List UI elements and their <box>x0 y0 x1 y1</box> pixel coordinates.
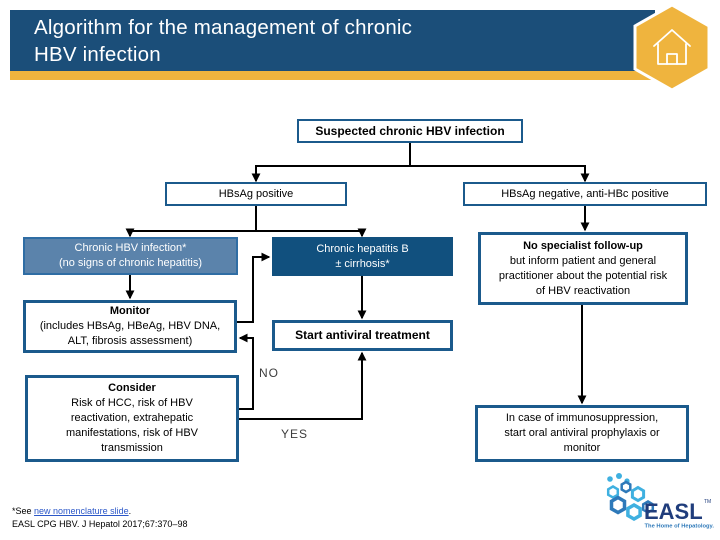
footnote: *See new nomenclature slide. EASL CPG HB… <box>12 505 187 531</box>
footnote-see-prefix: *See <box>12 506 35 516</box>
box-chronic-hepatitis-b: Chronic hepatitis B ± cirrhosis* <box>272 237 453 276</box>
box-monitor: Monitor (includes HBsAg, HBeAg, HBV DNA,… <box>23 300 237 353</box>
footnote-see-suffix: . <box>128 506 132 516</box>
immunosuppression-body: In case of immunosuppression, start oral… <box>504 412 660 454</box>
arrow-monitor-to-chronic-hepatitis <box>237 252 271 323</box>
page-title-line2: HBV infection <box>34 43 161 66</box>
home-icon <box>653 29 691 65</box>
chronic-hepatitis-line2: ± cirrhosis* <box>335 257 390 270</box>
start-treatment-label: Start antiviral treatment <box>295 328 430 342</box>
easl-logo-tagline: The Home of Hepatology. <box>645 524 715 530</box>
box-hbsag-positive-label: HBsAg positive <box>218 187 294 200</box>
box-suspected-chronic-hbv: Suspected chronic HBV infection <box>297 119 523 143</box>
chronic-infection-line1: Chronic HBV infection* <box>74 242 187 254</box>
arrow-yes-to-start-treatment <box>239 351 367 420</box>
box-start-antiviral-treatment: Start antiviral treatment <box>272 320 453 351</box>
box-immunosuppression: In case of immunosuppression, start oral… <box>475 405 689 462</box>
easl-logo: EASL TM The Home of Hepatology. <box>606 473 715 530</box>
footnote-line1: *See new nomenclature slide. <box>12 505 187 518</box>
consider-title: Consider <box>108 382 156 394</box>
nomenclature-link[interactable]: new nomenclature slide <box>34 506 129 516</box>
chronic-hepatitis-line1: Chronic hepatitis B <box>316 242 409 255</box>
no-specialist-title: No specialist follow-up <box>523 239 643 252</box>
header-accent-bar <box>10 71 672 80</box>
box-hbsag-negative: HBsAg negative, anti-HBc positive <box>463 182 707 206</box>
easl-logo-text: EASL <box>644 499 703 524</box>
header-bar <box>10 10 655 71</box>
page-title-line1: Algorithm for the management of chronic <box>34 16 413 39</box>
box-suspected-label: Suspected chronic HBV infection <box>315 123 505 138</box>
citation: EASL CPG HBV. J Hepatol 2017;67:370–98 <box>12 519 188 529</box>
label-yes: YES <box>281 427 309 441</box>
box-chronic-hbv-infection: Chronic HBV infection* (no signs of chro… <box>23 237 238 275</box>
box-no-specialist-followup: No specialist follow-up but inform patie… <box>478 232 688 305</box>
label-no: NO <box>259 366 279 380</box>
consider-body: Risk of HCC, risk of HBV reactivation, e… <box>65 397 199 454</box>
easl-logo-trademark: TM <box>704 499 711 505</box>
box-consider: Consider Risk of HCC, risk of HBV reacti… <box>25 375 239 462</box>
chronic-infection-line2: (no signs of chronic hepatitis) <box>58 257 203 269</box>
easl-logo-cells <box>606 473 655 522</box>
monitor-body: (includes HBsAg, HBeAg, HBV DNA, ALT, fi… <box>39 320 221 347</box>
monitor-title: Monitor <box>109 305 151 317</box>
home-button[interactable] <box>632 3 712 93</box>
no-specialist-body: but inform patient and general practitio… <box>498 254 668 297</box>
box-hbsag-positive: HBsAg positive <box>165 182 347 206</box>
arrow-no-back-to-monitor <box>238 333 254 410</box>
box-hbsag-negative-label: HBsAg negative, anti-HBc positive <box>501 187 669 200</box>
page-title: Algorithm for the management of chronic … <box>34 14 464 68</box>
hexagon-shape <box>633 3 711 92</box>
